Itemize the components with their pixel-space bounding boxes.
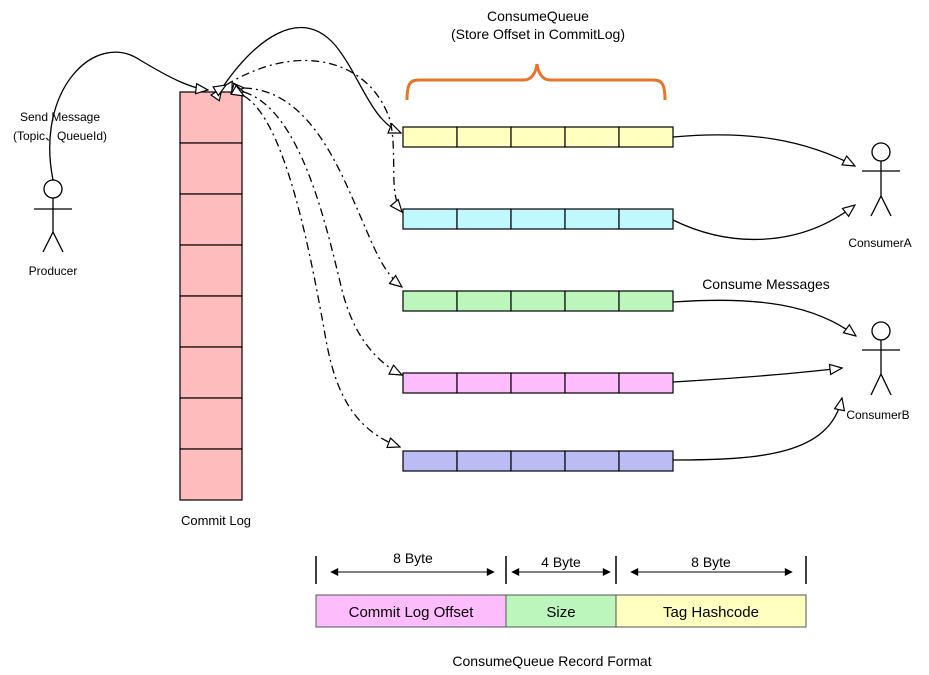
queue-cell [456, 372, 512, 394]
offset-byte-label: 8 Byte [393, 550, 433, 566]
queue-cell [456, 450, 512, 472]
consume-queue-subtitle: (Store Offset in CommitLog) [451, 26, 625, 42]
record-format-caption: ConsumeQueue Record Format [452, 653, 651, 669]
commit-log-block [179, 91, 243, 501]
queue4-to-consumerB-arrow [672, 368, 842, 383]
commit-log-cell [179, 397, 243, 450]
queue3-offset-arrow [244, 88, 402, 287]
offset-field-label: Commit Log Offset [349, 604, 475, 621]
tag-field-label: Tag Hashcode [663, 604, 759, 621]
consume-queue-3 [402, 290, 674, 312]
consume-queues [402, 126, 674, 472]
queue-cell [618, 290, 674, 312]
consume-queue-1 [402, 126, 674, 148]
producer-stick-figure [34, 179, 72, 253]
queue-cell [564, 208, 620, 230]
queue-cell [456, 290, 512, 312]
queue5-offset-arrow [244, 96, 400, 447]
commit-log-cell [179, 295, 243, 348]
queue-cell [456, 208, 512, 230]
consume-queue-brace [405, 63, 667, 101]
queue-cell [510, 450, 566, 472]
consume-queue-4 [402, 372, 674, 394]
queue-cell [402, 126, 458, 148]
queue-cell [564, 372, 620, 394]
consume-messages-label: Consume Messages [702, 276, 830, 292]
commit-log-cell [179, 448, 243, 501]
offset-pointer-arrows [226, 59, 402, 447]
queue3-to-consumerB-arrow [672, 299, 856, 336]
commit-log-cell [179, 346, 243, 399]
queue-cell [618, 208, 674, 230]
commit-log-cell [179, 244, 243, 297]
queue-cell [402, 208, 458, 230]
queue-cell [402, 290, 458, 312]
tag-field-box [615, 594, 807, 628]
queue5-to-consumerB-arrow [672, 398, 842, 461]
commitlog-to-queue1-arrow [222, 26, 401, 133]
queue-cell [564, 290, 620, 312]
consumerB-stick-figure [862, 321, 900, 396]
consume-arrows [672, 134, 856, 461]
consume-queue-2 [402, 208, 674, 230]
queue-cell [510, 208, 566, 230]
consumerA-label: ConsumerA [848, 236, 911, 250]
record-format-ticks [315, 556, 807, 584]
consume-queue-title: ConsumeQueue [487, 8, 589, 24]
consumerB-label: ConsumerB [846, 408, 909, 422]
commit-log-cell [179, 142, 243, 195]
queue-cell [510, 372, 566, 394]
queue2-offset-arrow [226, 59, 402, 212]
queue-cell [618, 126, 674, 148]
queue-cell [402, 372, 458, 394]
send-message-params: (Topic、QueueId) [13, 129, 107, 143]
queue-cell [618, 450, 674, 472]
queue-cell [510, 290, 566, 312]
queue4-offset-arrow [244, 92, 402, 375]
send-message-label: Send Message [20, 110, 100, 124]
queue-cell [402, 450, 458, 472]
commit-log-cell [179, 91, 243, 144]
commit-log-cell [179, 193, 243, 246]
queue1-to-consumerA-arrow [672, 134, 855, 166]
queue2-to-consumerA-arrow [672, 205, 855, 241]
queue-cell [618, 372, 674, 394]
size-byte-label: 4 Byte [541, 554, 581, 570]
queue-cell [564, 450, 620, 472]
producer-label: Producer [29, 264, 78, 278]
consume-queue-5 [402, 450, 674, 472]
tag-byte-label: 8 Byte [691, 554, 731, 570]
commit-log-label: Commit Log [181, 513, 251, 528]
size-field-label: Size [546, 604, 575, 621]
consumerA-stick-figure [862, 142, 900, 217]
queue-cell [510, 126, 566, 148]
queue-cell [456, 126, 512, 148]
queue-cell [564, 126, 620, 148]
send-message-arrow [49, 51, 208, 181]
